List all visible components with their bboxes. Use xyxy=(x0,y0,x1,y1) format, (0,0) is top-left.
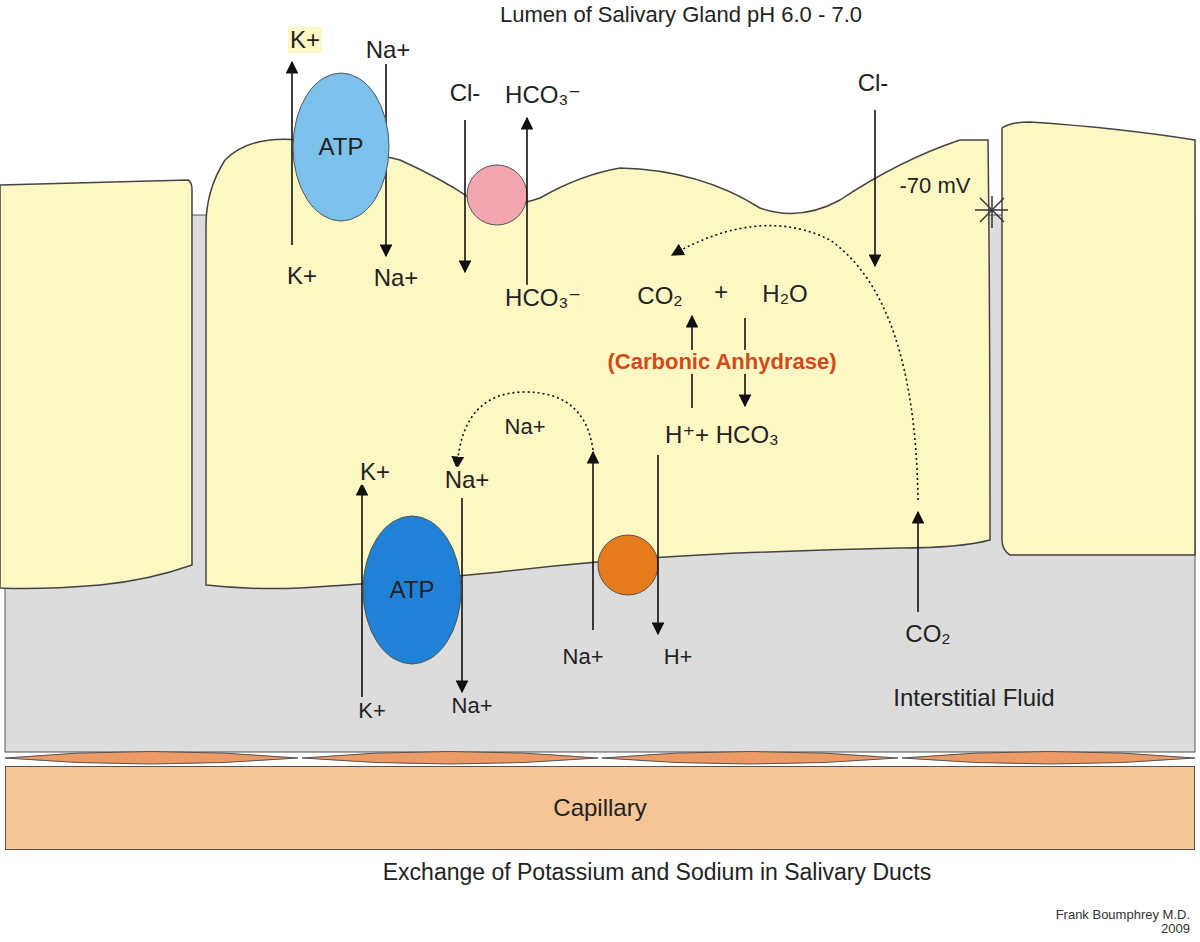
atp-pump: ATP xyxy=(362,515,462,665)
tight-junction xyxy=(975,196,1008,228)
plus-sign: + xyxy=(712,279,730,305)
ion-label: H⁺+ HCO₃ xyxy=(663,422,781,448)
ion-label: Na+ xyxy=(443,467,492,493)
ion-label: K+ xyxy=(358,459,392,485)
sodium-proton-exchanger xyxy=(598,535,658,595)
pump-oval xyxy=(293,73,389,221)
ion-label: K+ xyxy=(288,27,322,53)
ion-arrows xyxy=(292,62,918,697)
enzyme-label: (Carbonic Anhydrase) xyxy=(605,350,838,374)
ion-label: K+ xyxy=(285,263,319,289)
ion-label: Na+ xyxy=(372,265,421,291)
band-fill xyxy=(6,767,1195,850)
ion-label: H+ xyxy=(662,645,695,669)
right-cell xyxy=(1002,122,1195,555)
ion-label: Cl- xyxy=(448,80,483,106)
ion-label: Na+ xyxy=(364,37,413,63)
molecule-label: H₂O xyxy=(760,281,809,307)
node-text: ATP xyxy=(390,577,435,603)
ion-label: Cl- xyxy=(856,70,891,96)
molecule-label: CO₂ xyxy=(903,621,952,647)
node-text: Capillary xyxy=(553,795,646,821)
pump-oval xyxy=(363,516,461,664)
ion-label: Na+ xyxy=(450,694,495,718)
endothelium xyxy=(5,752,1195,765)
ion-label: Na+ xyxy=(561,645,606,669)
node-text: ATP xyxy=(319,134,364,160)
title: Lumen of Salivary Gland pH 6.0 - 7.0 xyxy=(500,3,862,27)
ion-label: K+ xyxy=(356,699,388,723)
left-cell xyxy=(0,180,192,589)
caption: Exchange of Potassium and Sodium in Sali… xyxy=(383,860,931,885)
atp-pump: ATP xyxy=(292,72,390,222)
membrane-potential: -70 mV xyxy=(898,174,973,198)
region-label: Interstitial Fluid xyxy=(891,685,1056,711)
capillary-band: Capillary xyxy=(5,766,1195,850)
chloride-bicarbonate-exchanger xyxy=(467,165,527,225)
ion-label: Na+ xyxy=(503,415,548,439)
ion-label: HCO₃⁻ xyxy=(503,82,583,108)
ion-label: HCO₃⁻ xyxy=(503,285,583,311)
credit: Frank Boumphrey M.D. 2009 xyxy=(1038,908,1192,937)
molecule-label: CO₂ xyxy=(635,283,684,309)
